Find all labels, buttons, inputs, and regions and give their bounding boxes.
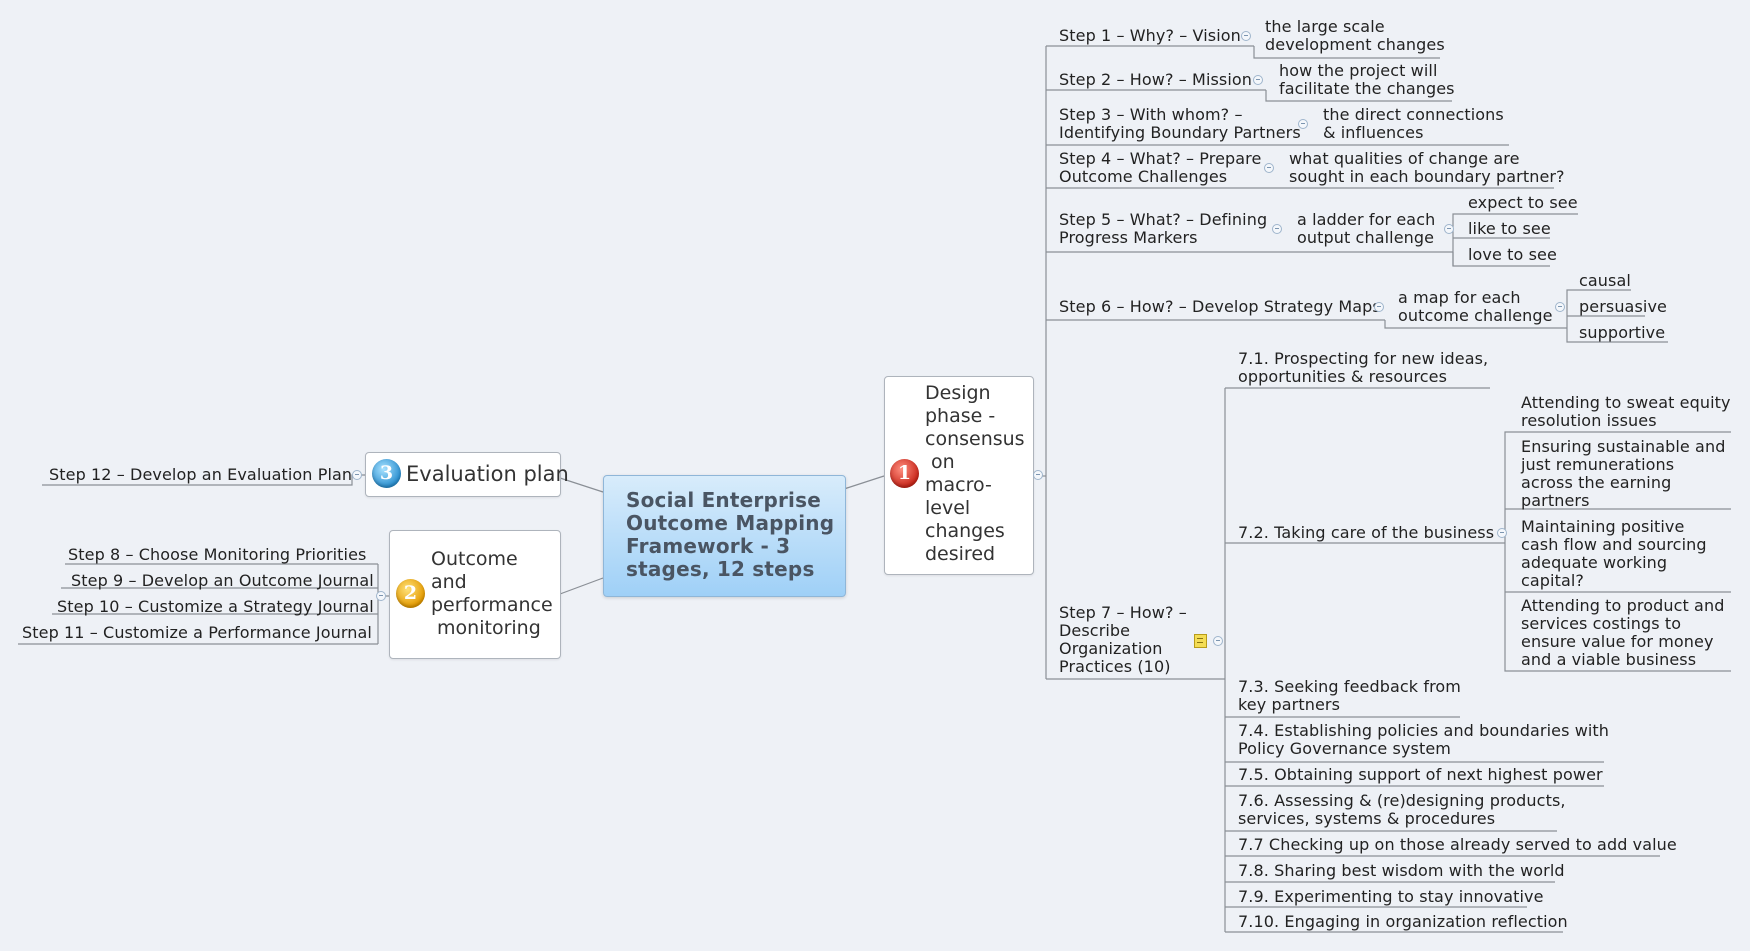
central-topic-label: Social Enterprise Outcome Mapping Framew… xyxy=(626,488,835,581)
progress-marker-expect[interactable]: expect to see xyxy=(1468,193,1578,212)
practice-7-6[interactable]: 7.6. Assessing & (re)designing products,… xyxy=(1238,791,1566,828)
practice-7-2[interactable]: 7.2. Taking care of the business xyxy=(1238,523,1495,542)
step-6-topic[interactable]: Step 6 – How? – Develop Strategy Maps xyxy=(1059,297,1381,316)
step-5-detail[interactable]: a ladder for each output challenge xyxy=(1297,210,1436,247)
step-12-topic[interactable]: Step 12 – Develop an Evaluation Plan xyxy=(49,465,353,484)
practice-7-8[interactable]: 7.8. Sharing best wisdom with the world xyxy=(1238,861,1565,880)
step-1-detail[interactable]: the large scale development changes xyxy=(1265,17,1445,54)
collapse-step-5-icon[interactable] xyxy=(1272,224,1282,234)
strategy-causal[interactable]: causal xyxy=(1579,271,1631,290)
practice-7-2-sub-1[interactable]: Attending to sweat equity resolution iss… xyxy=(1521,393,1731,430)
step-6-detail[interactable]: a map for each outcome challenge xyxy=(1398,288,1553,325)
practice-7-2-sub-3[interactable]: Maintaining positive cash flow and sourc… xyxy=(1521,517,1707,590)
step-3-detail[interactable]: the direct connections & influences xyxy=(1323,105,1504,142)
design-phase-label: Design phase - consensus on macro- level… xyxy=(925,382,1025,565)
strategy-supportive[interactable]: supportive xyxy=(1579,323,1666,342)
practice-7-5[interactable]: 7.5. Obtaining support of next highest p… xyxy=(1238,765,1603,784)
step-4-topic[interactable]: Step 4 – What? – Prepare Outcome Challen… xyxy=(1059,149,1262,186)
practice-7-1[interactable]: 7.1. Prospecting for new ideas, opportun… xyxy=(1238,349,1489,386)
practice-7-10[interactable]: 7.10. Engaging in organization reflectio… xyxy=(1238,912,1568,931)
collapse-outcome-icon[interactable] xyxy=(376,591,386,601)
step-3-topic[interactable]: Step 3 – With whom? – Identifying Bounda… xyxy=(1059,105,1301,142)
practice-7-7[interactable]: 7.7 Checking up on those already served … xyxy=(1238,835,1677,854)
collapse-step-6-icon[interactable] xyxy=(1374,302,1384,312)
evaluation-plan-label: Evaluation plan xyxy=(406,462,569,486)
collapse-step-6-detail-icon[interactable] xyxy=(1555,302,1565,312)
collapse-step-5-detail-icon[interactable] xyxy=(1444,224,1454,234)
step-4-detail[interactable]: what qualities of change are sought in e… xyxy=(1289,149,1565,186)
strategy-persuasive[interactable]: persuasive xyxy=(1579,297,1667,316)
priority-2-icon: 2 xyxy=(396,579,425,608)
step-2-topic[interactable]: Step 2 – How? – Mission xyxy=(1059,70,1253,89)
outcome-monitoring-label: Outcome and performance monitoring xyxy=(431,548,553,639)
step-1-topic[interactable]: Step 1 – Why? – Vision xyxy=(1059,26,1241,45)
step-2-detail[interactable]: how the project will facilitate the chan… xyxy=(1279,61,1455,98)
practice-7-3[interactable]: 7.3. Seeking feedback from key partners xyxy=(1238,677,1461,714)
step-10-topic[interactable]: Step 10 – Customize a Strategy Journal xyxy=(57,597,374,616)
progress-marker-like[interactable]: like to see xyxy=(1468,219,1551,238)
step-8-topic[interactable]: Step 8 – Choose Monitoring Priorities xyxy=(68,545,367,564)
practice-7-9[interactable]: 7.9. Experimenting to stay innovative xyxy=(1238,887,1544,906)
central-topic-box[interactable] xyxy=(603,475,846,597)
step-9-topic[interactable]: Step 9 – Develop an Outcome Journal xyxy=(71,571,374,590)
collapse-step-3-icon[interactable] xyxy=(1298,119,1308,129)
practice-7-4[interactable]: 7.4. Establishing policies and boundarie… xyxy=(1238,721,1610,758)
collapse-practice-7-2-icon[interactable] xyxy=(1497,528,1507,538)
collapse-step-1-icon[interactable] xyxy=(1241,31,1251,41)
priority-1-icon: 1 xyxy=(890,459,919,488)
priority-3-icon: 3 xyxy=(372,459,401,488)
practice-7-2-sub-2[interactable]: Ensuring sustainable and just remunerati… xyxy=(1521,437,1726,510)
note-icon[interactable] xyxy=(1194,634,1207,648)
step-11-topic[interactable]: Step 11 – Customize a Performance Journa… xyxy=(22,623,372,642)
step-5-topic[interactable]: Step 5 – What? – Defining Progress Marke… xyxy=(1059,210,1268,247)
collapse-evaluation-icon[interactable] xyxy=(352,470,362,480)
collapse-step-2-icon[interactable] xyxy=(1253,75,1263,85)
collapse-step-4-icon[interactable] xyxy=(1264,163,1274,173)
progress-marker-love[interactable]: love to see xyxy=(1468,245,1557,264)
practice-7-2-sub-4[interactable]: Attending to product and services costin… xyxy=(1521,596,1725,669)
collapse-design-icon[interactable] xyxy=(1033,470,1043,480)
collapse-step-7-icon[interactable] xyxy=(1213,636,1223,646)
step-7-topic[interactable]: Step 7 – How? – Describe Organization Pr… xyxy=(1059,603,1187,676)
